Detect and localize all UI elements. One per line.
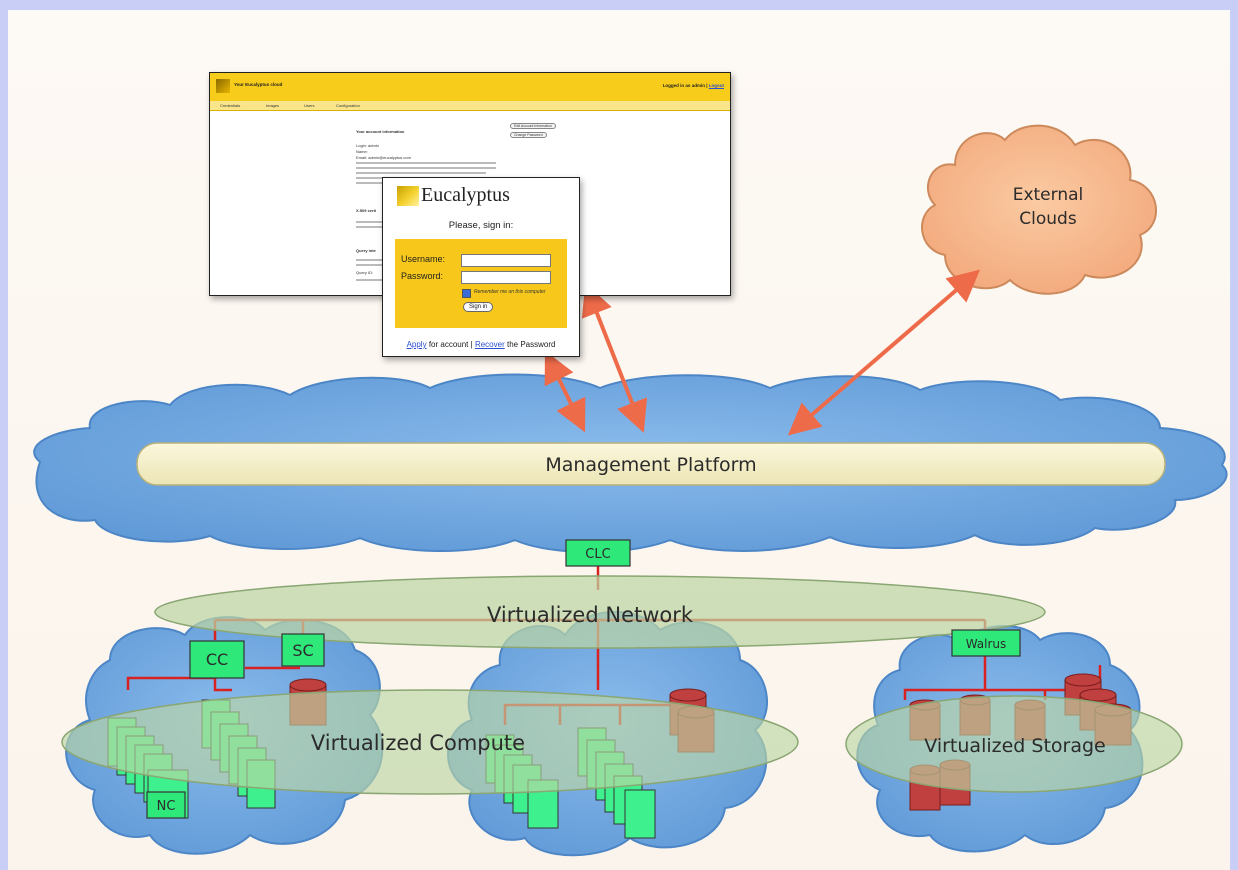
query-heading: Query inte — [356, 248, 376, 253]
text-line — [356, 226, 386, 228]
logout-link[interactable]: Logout — [708, 83, 724, 88]
login-dialog: Eucalyptus Please, sign in: Username: Pa… — [382, 177, 580, 357]
text-line — [356, 162, 496, 164]
x509-heading: X.509 certi — [356, 208, 377, 213]
management-platform-label: Management Platform — [545, 454, 756, 476]
password-label: Password: — [401, 271, 444, 281]
walrus-box: Walrus — [951, 629, 1021, 657]
the-password-text: the Password — [506, 340, 556, 349]
password-input[interactable] — [461, 271, 551, 284]
tab-images[interactable]: Images — [266, 103, 280, 108]
console-header: Your Eucalyptus cloud Logged in as admin… — [210, 73, 730, 101]
text-line — [356, 172, 486, 174]
console-tabs: Credentials Images Users Configuration — [210, 101, 730, 111]
arrow-login-platform — [544, 350, 586, 433]
email-line: Email: admin@eucalyptus.com — [356, 155, 411, 160]
logged-in-info: Logged in as admin | Logout — [662, 83, 724, 88]
connection-arrows — [544, 269, 981, 436]
virtualized-network: Virtualized Network — [154, 575, 1046, 649]
eucalyptus-logo-icon — [216, 79, 230, 93]
text-line — [356, 221, 386, 223]
console-title: Your Eucalyptus cloud — [234, 82, 283, 87]
text-line — [356, 279, 386, 281]
walrus-label: Walrus — [966, 637, 1007, 651]
text-line — [356, 182, 386, 184]
clc-label: CLC — [585, 547, 610, 562]
remember-me-checkbox[interactable] — [462, 289, 471, 298]
sc-label: SC — [292, 641, 313, 660]
cc-label: CC — [206, 650, 228, 669]
virtualized-storage: Virtualized Storage — [845, 695, 1183, 793]
username-label: Username: — [401, 254, 446, 264]
nc-box: NC — [146, 791, 186, 819]
eucalyptus-brand-icon — [397, 186, 419, 206]
arrow-console-platform — [581, 283, 648, 433]
logged-in-prefix: Logged in as — [662, 83, 691, 88]
arrow-platform-external — [787, 269, 981, 436]
virtualized-network-label: Virtualized Network — [487, 603, 694, 627]
recover-link[interactable]: Recover — [474, 340, 505, 349]
name-line: Name: — [356, 149, 368, 154]
clc-box: CLC — [565, 539, 631, 567]
virtualized-compute-label: Virtualized Compute — [311, 731, 525, 755]
apply-link[interactable]: Apply — [406, 340, 427, 349]
account-info-heading: Your account information — [356, 129, 405, 134]
virtualized-compute: Virtualized Compute — [61, 689, 799, 795]
login-line: Login: admin — [356, 143, 379, 148]
change-password-button[interactable]: Change Password — [510, 132, 547, 138]
logged-in-user: admin — [691, 83, 705, 88]
external-clouds-line: External — [1013, 185, 1084, 205]
edit-account-button[interactable]: Edit Account Information — [510, 123, 556, 129]
tab-credentials[interactable]: Credentials — [220, 103, 241, 108]
brand-name: Eucalyptus — [421, 184, 510, 206]
for-account-text: for account — [428, 340, 469, 349]
remember-me-label: Remember me on this computer — [474, 289, 546, 295]
tab-users[interactable]: Users — [304, 103, 315, 108]
sign-in-prompt: Please, sign in: — [448, 220, 514, 231]
tab-configuration[interactable]: Configuration — [336, 103, 360, 108]
nc-label: NC — [157, 799, 176, 814]
text-line — [356, 259, 386, 261]
cc-box: CC — [189, 640, 245, 679]
sign-in-form: Username: Password: Remember me on this … — [395, 239, 567, 328]
external-clouds-line: Clouds — [1019, 209, 1077, 229]
sc-box: SC — [281, 633, 325, 667]
text-line — [356, 177, 386, 179]
management-platform-bar: Management Platform — [136, 442, 1166, 486]
text-line — [356, 264, 386, 266]
footer-separator: | — [470, 340, 473, 349]
sign-in-button[interactable]: Sign in — [463, 302, 494, 312]
virtualized-storage-label: Virtualized Storage — [924, 735, 1105, 757]
query-id-line: Query ID: — [356, 270, 374, 275]
username-input[interactable] — [461, 254, 551, 267]
text-line — [356, 167, 496, 169]
login-footer: Apply for account | Recover the Password — [383, 340, 579, 349]
